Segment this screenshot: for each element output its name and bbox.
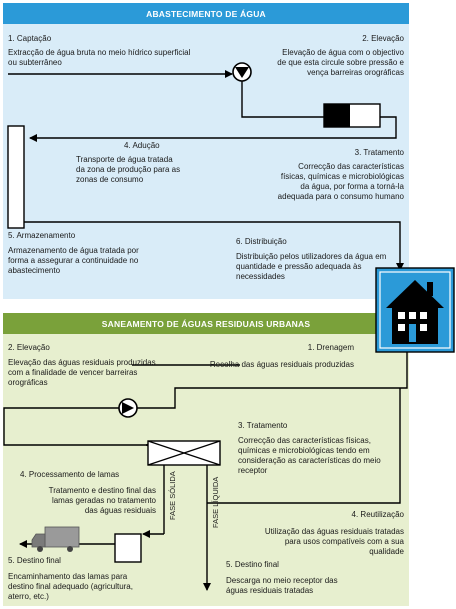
lamas-title: 4. Processamento de lamas: [20, 470, 120, 479]
elevacao-ar-desc-3: orográficas: [8, 378, 48, 387]
armazenamento-title: 5. Armazenamento: [8, 231, 76, 240]
pump-to-treatment-line: [241, 80, 324, 118]
pump-icon-bottom: [118, 398, 138, 418]
destino-solido-desc-1: Encaminhamento das lamas para: [8, 572, 128, 581]
destino-solido-desc-3: aterro, etc.): [8, 592, 49, 601]
reutilizacao-title: 4. Reutilização: [351, 510, 404, 519]
tratamento-ar-desc-2: químicas e microbiológicas tendo em: [238, 446, 370, 455]
aducao-desc-1: Transporte de água tratada: [76, 155, 173, 164]
captacao-desc-2: ou subterrâneo: [8, 58, 62, 67]
aducao-desc-3: zonas de consumo: [76, 175, 144, 184]
storage-tank: [7, 125, 25, 229]
treatment-box-fill: [324, 104, 350, 127]
tratamento-desc-3: da água, por forma a torná-la: [300, 182, 404, 191]
drenagem-title: 1. Drenagem: [307, 343, 354, 352]
wastewater-title: SANEAMENTO DE ÁGUAS RESIDUAIS URBANAS: [3, 313, 409, 334]
distribuicao-desc-2: quantidade e pressão adequada às: [236, 262, 362, 271]
elevacao-ar-title: 2. Elevação: [8, 343, 50, 352]
aducao-title: 4. Adução: [124, 141, 160, 150]
tratamento-desc-4: adequada para o consumo humano: [277, 192, 404, 201]
drenagem-desc-1: Recolha das águas residuais produzidas: [209, 360, 354, 369]
elevacao-desc-3: vença barreiras orográficas: [307, 68, 404, 77]
captacao-title: 1. Captação: [8, 34, 52, 43]
tratamento-ar-desc-1: Correcção das características físicas,: [238, 436, 371, 445]
armazenamento-desc-1: Armazenamento de água tratada por: [8, 246, 139, 255]
house-icon: [375, 267, 455, 353]
pump-icon-top: [232, 62, 252, 82]
destino-solido-desc-2: destino final adequado (agricultura,: [8, 582, 133, 591]
tratamento-desc-2: físicas, químicas e microbiológicas: [280, 172, 404, 181]
sludge-box: [114, 533, 142, 563]
water-supply-panel: ABASTECIMENTO DE ÁGUA: [3, 3, 409, 299]
lamas-desc-1: Tratamento e destino final das: [48, 486, 156, 495]
reutilizacao-desc-2: para usos compatíveis com a sua: [284, 537, 404, 546]
water-supply-title: ABASTECIMENTO DE ÁGUA: [3, 3, 409, 24]
armazenamento-desc-2: forma a assegurar a continuidade no: [8, 256, 139, 265]
lamas-desc-2: lamas geradas no tratamento: [51, 496, 156, 505]
tratamento-title: 3. Tratamento: [354, 148, 404, 157]
destino-liquido-desc-2: águas residuais tratadas: [226, 586, 314, 595]
elevacao-ar-desc-2: com a finalidade de vencer barreiras: [8, 368, 138, 377]
tratamento-ar-desc-4: receptor: [238, 466, 268, 475]
elevacao-title: 2. Elevação: [362, 34, 404, 43]
elevacao-desc-2: de que esta circule sobre pressão e: [277, 58, 404, 67]
destino-liquido-title: 5. Destino final: [226, 560, 279, 569]
distribuicao-title: 6. Distribuição: [236, 237, 287, 246]
elevacao-ar-desc-1: Elevação das águas residuais produzidas: [8, 358, 156, 367]
fase-solida-label: FASE SÓLIDA: [168, 471, 177, 520]
reutilizacao-desc-1: Utilização das águas residuais tratadas: [264, 527, 404, 536]
aducao-desc-2: da zona de produção para as: [76, 165, 181, 174]
treatment-unit-bottom: [147, 440, 221, 466]
elevacao-desc-1: Elevação de água com o objectivo: [282, 48, 404, 57]
tratamento-desc-1: Correcção das características: [298, 162, 404, 171]
distribuicao-desc-1: Distribuição pelos utilizadores da água …: [236, 252, 387, 261]
captacao-desc-1: Extracção de água bruta no meio hídrico …: [8, 48, 191, 57]
tratamento-ar-desc-3: consideração as características do meio: [238, 456, 381, 465]
reuse-line: [207, 388, 401, 504]
destino-solido-title: 5. Destino final: [8, 556, 61, 565]
tratamento-ar-title: 3. Tratamento: [238, 421, 288, 430]
distribuicao-desc-3: necessidades: [236, 272, 285, 281]
reutilizacao-desc-3: qualidade: [369, 547, 404, 556]
truck-icon: [31, 526, 80, 552]
lamas-desc-3: das águas residuais: [84, 506, 156, 515]
distribution-line: [236, 221, 404, 271]
destino-liquido-desc-1: Descarga no meio receptor das: [226, 576, 338, 585]
drainage-line: [3, 352, 408, 446]
armazenamento-desc-3: abastecimento: [8, 266, 61, 275]
fase-liquida-label: FASE LÍQUIDA: [211, 476, 220, 528]
treatment-loop-line: [60, 116, 397, 139]
